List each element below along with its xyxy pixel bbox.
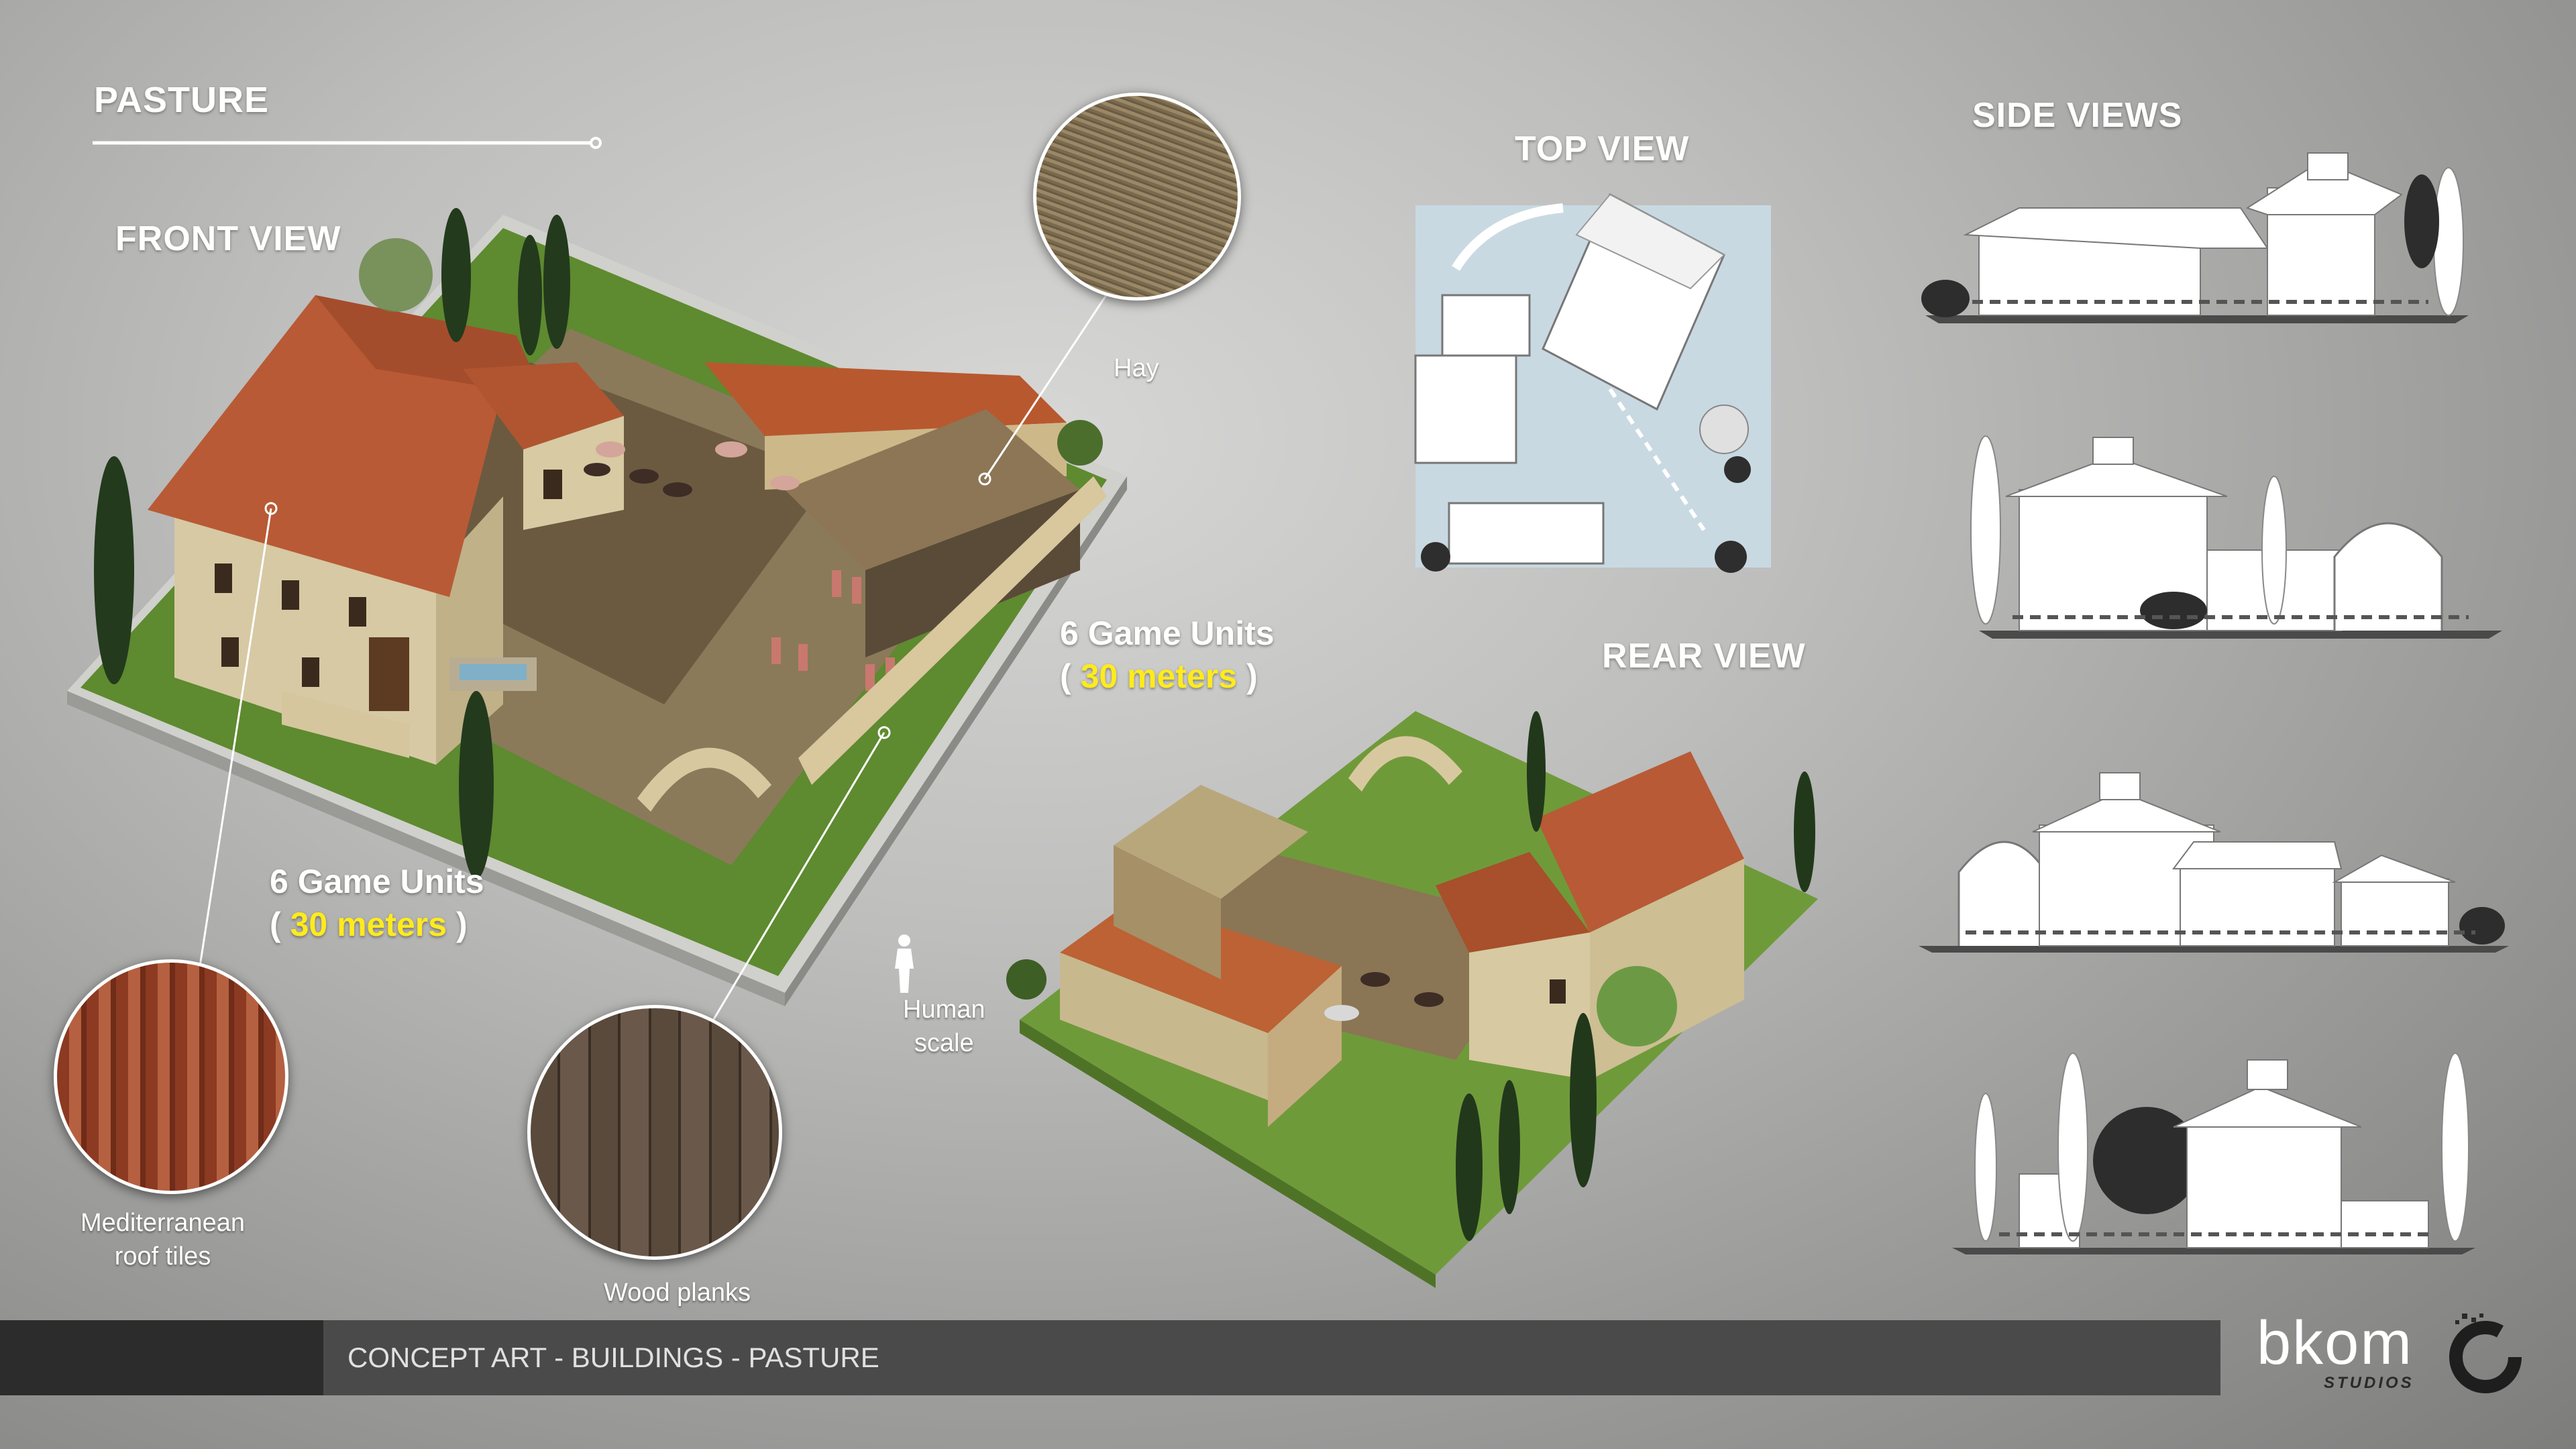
footer-left-block — [0, 1320, 323, 1395]
roof-tiles-label-line2: roof tiles — [114, 1242, 211, 1271]
rear-view-heading: REAR VIEW — [1602, 637, 1806, 676]
logo-wordmark: bkom — [2257, 1309, 2413, 1377]
human-scale-line2: scale — [914, 1029, 974, 1057]
rear-view-model — [1006, 711, 1818, 1288]
front-view-heading: FRONT VIEW — [115, 219, 341, 258]
hay-label: Hay — [1114, 354, 1159, 382]
front-scale-units: 6 Game Units — [270, 863, 484, 900]
bkom-logo: bkom STUDIOS — [2254, 1308, 2536, 1402]
top-view-model — [1414, 193, 1771, 573]
right-scale-meters-line: ( 30 meters ) — [1060, 657, 1258, 695]
front-scale-label: 6 Game Units ( 30 meters ) — [270, 860, 484, 946]
page-title: PASTURE — [94, 80, 270, 120]
footer-bar: CONCEPT ART - BUILDINGS - PASTURE — [0, 1320, 2220, 1395]
front-scale-meters-line: ( 30 meters ) — [270, 906, 468, 943]
right-scale-meters: 30 meters — [1080, 657, 1238, 695]
hay-swatch — [1033, 93, 1241, 301]
front-view-model — [67, 208, 1127, 1006]
human-scale-line1: Human — [903, 996, 985, 1024]
wood-planks-label: Wood planks — [604, 1279, 751, 1307]
roof-tiles-label: Mediterranean roof tiles — [80, 1206, 245, 1273]
title-underline — [93, 137, 602, 149]
footer-breadcrumb: CONCEPT ART - BUILDINGS - PASTURE — [347, 1342, 879, 1373]
roof-tiles-label-line1: Mediterranean — [80, 1209, 246, 1237]
side-view-4 — [1952, 1053, 2475, 1254]
side-view-2 — [1970, 435, 2502, 639]
roof-tiles-swatch — [54, 959, 288, 1194]
human-figure-icon — [895, 934, 914, 993]
side-views-heading: SIDE VIEWS — [1972, 96, 2183, 135]
logo-swirl-icon — [2449, 1313, 2522, 1393]
front-scale-meters: 30 meters — [290, 906, 447, 943]
side-view-3 — [1919, 772, 2509, 953]
side-view-1 — [1921, 152, 2469, 323]
logo-studios: STUDIOS — [2324, 1374, 2414, 1392]
human-scale-label: Human scale — [903, 993, 985, 1060]
wood-planks-swatch — [527, 1005, 782, 1260]
top-view-heading: TOP VIEW — [1515, 129, 1690, 168]
right-scale-units: 6 Game Units — [1060, 614, 1275, 652]
right-scale-label: 6 Game Units ( 30 meters ) — [1060, 612, 1275, 698]
